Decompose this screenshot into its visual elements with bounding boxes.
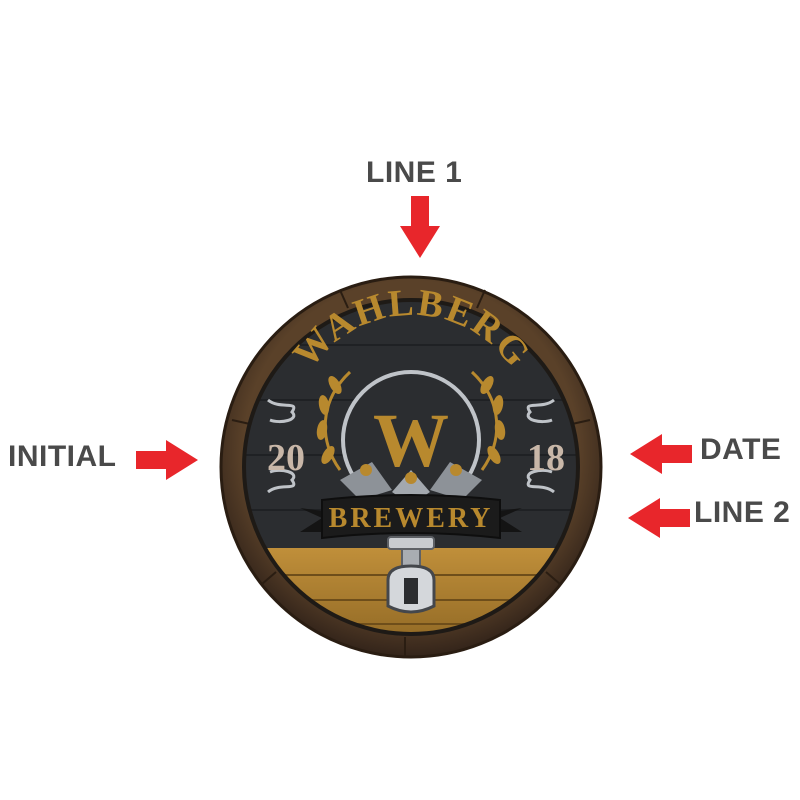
rim-segments bbox=[231, 289, 591, 656]
ornament-right bbox=[526, 398, 555, 494]
arrow-icon bbox=[400, 196, 440, 258]
label-date: DATE bbox=[700, 433, 782, 466]
sign-date-left: 20 bbox=[267, 437, 305, 479]
label-line1: LINE 1 bbox=[366, 156, 463, 189]
sign-line2-text: BREWERY bbox=[329, 503, 494, 534]
laurel-wreath-icon bbox=[316, 370, 506, 471]
ornament-left bbox=[267, 398, 296, 494]
arrow-icon bbox=[628, 498, 690, 538]
arrow-icon bbox=[136, 440, 198, 480]
sign-initial-text: W bbox=[373, 399, 449, 483]
beer-tap-icon bbox=[386, 536, 436, 614]
sign-date-right: 18 bbox=[527, 437, 565, 479]
label-line2: LINE 2 bbox=[694, 496, 791, 529]
label-initial: INITIAL bbox=[8, 440, 117, 473]
banner-ribbon bbox=[300, 494, 522, 540]
arrow-icon bbox=[630, 434, 692, 474]
